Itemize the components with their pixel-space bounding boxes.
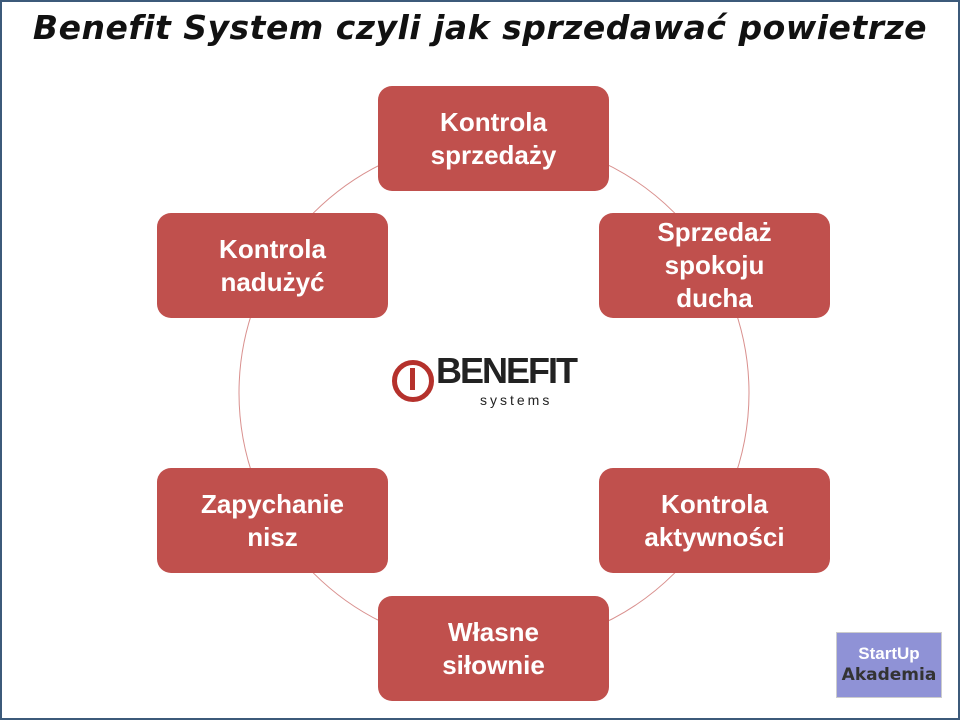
slide-title: Benefit System czyli jak sprzedawać powi… <box>32 8 928 47</box>
power-icon-bar <box>410 368 415 390</box>
power-icon <box>392 360 434 402</box>
node-wlasne-silownie: Własne siłownie <box>378 596 609 701</box>
badge-line2: Akademia <box>841 665 937 685</box>
logo-name: BENEFIT <box>436 350 578 391</box>
badge-line1: StartUp <box>858 644 920 663</box>
node-sprzedaz-spokoju-ducha: Sprzedaż spokoju ducha <box>599 213 830 318</box>
node-kontrola-naduzyc: Kontrola nadużyć <box>157 213 388 318</box>
startup-akademia-badge: StartUp Akademia <box>836 632 942 698</box>
node-zapychanie-nisz: Zapychanie nisz <box>157 468 388 573</box>
logo-sub: systems <box>480 392 553 408</box>
node-kontrola-aktywnosci: Kontrola aktywności <box>599 468 830 573</box>
node-kontrola-sprzedazy: Kontrola sprzedaży <box>378 86 609 191</box>
benefit-systems-logo: BENEFIT systems <box>390 352 604 412</box>
